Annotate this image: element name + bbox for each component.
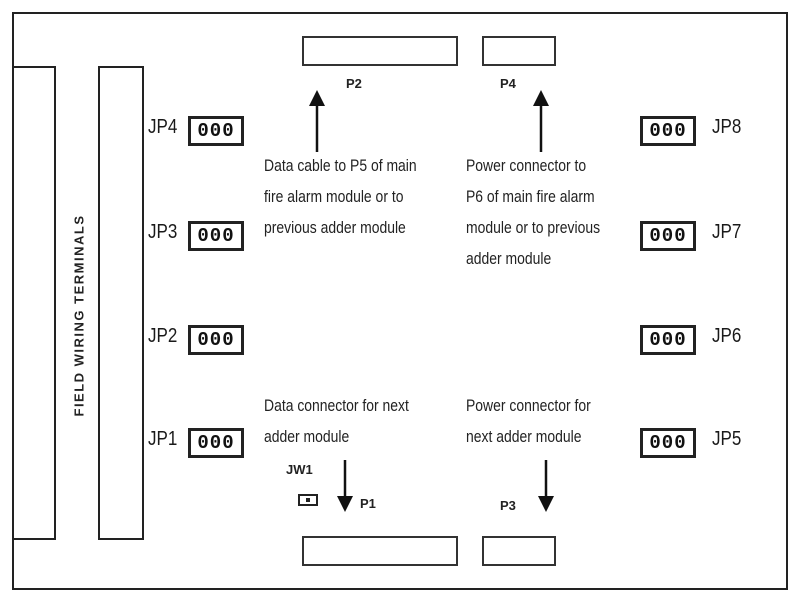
connector-p3-label: P3 [500, 498, 516, 513]
jp6-jumper: 000 [640, 325, 696, 355]
connector-p3 [482, 536, 556, 566]
note-power-connector-next: Power connector for next adder module [466, 390, 591, 452]
note-data-cable-line-2: fire alarm module or to [264, 187, 404, 206]
jp7-pins: 000 [649, 225, 687, 247]
jp8-pins: 000 [649, 120, 687, 142]
note-data-cable-line-3: previous adder module [264, 218, 406, 237]
connector-p1 [302, 536, 458, 566]
connector-p2-label: P2 [346, 76, 362, 91]
note-power-connector-in-line-1: Power connector to [466, 156, 587, 175]
connector-p4 [482, 36, 556, 66]
jp4-pins: 000 [197, 120, 235, 142]
note-power-connector-in: Power connector to P6 of main fire alarm… [466, 150, 600, 274]
arrow-down-to-p3 [538, 460, 554, 512]
jp1-label: JP1 [148, 428, 178, 450]
jp8-jumper: 000 [640, 116, 696, 146]
jp3-label: JP3 [148, 221, 178, 243]
note-power-connector-next-line-1: Power connector for [466, 396, 591, 415]
jp4-jumper: 000 [188, 116, 244, 146]
jp8-label: JP8 [712, 116, 742, 138]
note-power-connector-in-line-2: P6 of main fire alarm [466, 187, 595, 206]
jp1-pins: 000 [197, 432, 235, 454]
jp5-jumper: 000 [640, 428, 696, 458]
note-power-connector-in-line-4: adder module [466, 249, 552, 268]
jp3-pins: 000 [197, 225, 235, 247]
arrow-down-to-p1 [337, 460, 353, 512]
arrow-up-to-p4 [533, 90, 549, 152]
field-wiring-terminal-strip-outer [12, 66, 56, 540]
note-power-connector-next-line-2: next adder module [466, 427, 582, 446]
field-wiring-terminal-strip-inner [98, 66, 144, 540]
note-data-connector-next-line-1: Data connector for next [264, 396, 409, 415]
note-data-cable-line-1: Data cable to P5 of main [264, 156, 417, 175]
connector-p2 [302, 36, 458, 66]
jp5-label: JP5 [712, 428, 742, 450]
jp1-jumper: 000 [188, 428, 244, 458]
note-power-connector-in-line-3: module or to previous [466, 218, 601, 237]
jp2-pins: 000 [197, 329, 235, 351]
jp5-pins: 000 [649, 432, 687, 454]
jp7-label: JP7 [712, 221, 742, 243]
jp6-label: JP6 [712, 325, 742, 347]
arrow-up-to-p2 [309, 90, 325, 152]
jp2-label: JP2 [148, 325, 178, 347]
note-data-cable: Data cable to P5 of main fire alarm modu… [264, 150, 417, 243]
note-data-connector-next: Data connector for next adder module [264, 390, 409, 452]
jw1-label: JW1 [286, 462, 313, 477]
jp7-jumper: 000 [640, 221, 696, 251]
jw1-jumper [298, 494, 318, 506]
jp2-jumper: 000 [188, 325, 244, 355]
jp6-pins: 000 [649, 329, 687, 351]
connector-p1-label: P1 [360, 496, 376, 511]
jp3-jumper: 000 [188, 221, 244, 251]
note-data-connector-next-line-2: adder module [264, 427, 350, 446]
jp4-label: JP4 [148, 116, 178, 138]
connector-p4-label: P4 [500, 76, 516, 91]
